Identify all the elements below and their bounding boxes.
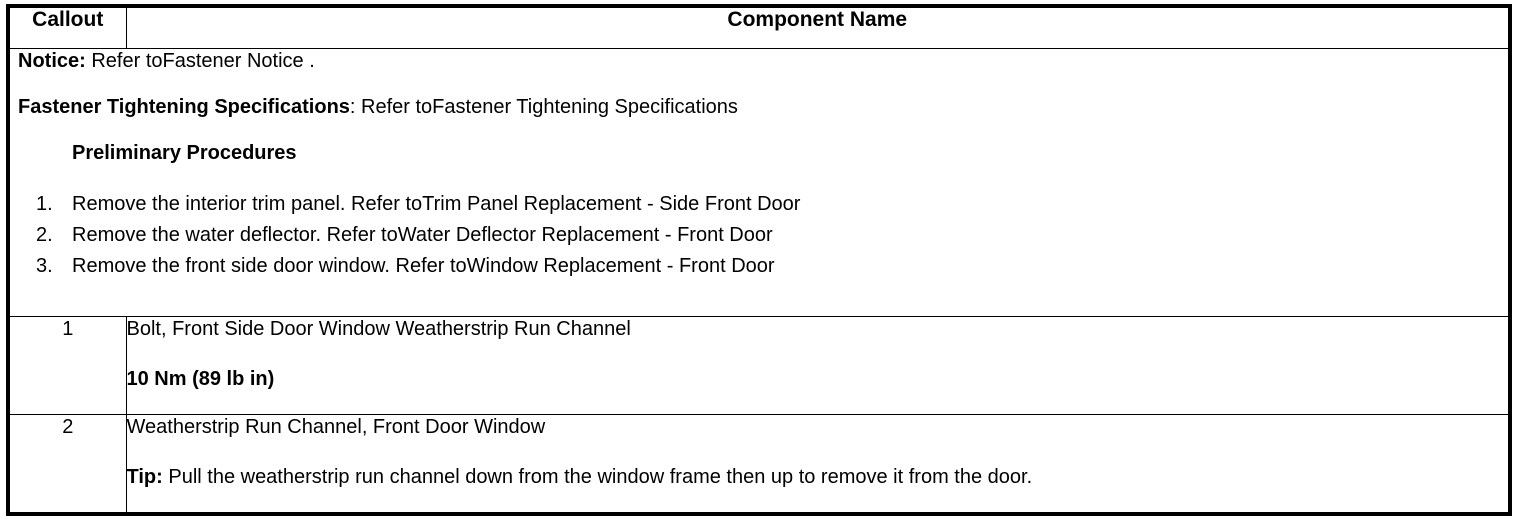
component-description-cell: Bolt, Front Side Door Window Weatherstri…	[125, 315, 1511, 415]
notice-text: Refer toFastener Notice .	[85, 50, 315, 72]
intro-notes-cell: Notice: Refer toFastener Notice . Fasten…	[7, 48, 1511, 317]
notice-label: Notice:	[18, 50, 86, 72]
table-header-row: Callout Component Name	[7, 5, 1511, 49]
list-item: 3. Remove the front side door window. Ref…	[10, 251, 1508, 282]
column-header-component-name: Component Name	[125, 5, 1511, 49]
list-item-number: 3.	[36, 255, 53, 277]
table-row: 2 Weatherstrip Run Channel, Front Door W…	[7, 413, 1511, 515]
callout-number: 1	[7, 315, 127, 415]
component-description-cell: Weatherstrip Run Channel, Front Door Win…	[125, 413, 1511, 515]
preliminary-procedures-list: 1. Remove the interior trim panel. Refer …	[10, 189, 1508, 282]
list-item-text: Remove the front side door window. Refer…	[72, 255, 775, 277]
list-item: 1. Remove the interior trim panel. Refer …	[10, 189, 1508, 220]
list-item-text: Remove the water deflector. Refer toWate…	[72, 224, 773, 246]
table-row: 1 Bolt, Front Side Door Window Weatherst…	[7, 315, 1511, 415]
list-item-number: 2.	[36, 224, 53, 246]
component-callout-table: Callout Component Name Notice: Refer toF…	[6, 4, 1512, 516]
tip-text: Pull the weatherstrip run channel down f…	[162, 465, 1033, 488]
tip-note: Tip: Pull the weatherstrip run channel d…	[127, 465, 1509, 489]
fastener-spec-paragraph: Fastener Tightening Specifications: Refe…	[10, 95, 1508, 119]
component-title: Weatherstrip Run Channel, Front Door Win…	[126, 415, 546, 438]
component-title: Bolt, Front Side Door Window Weatherstri…	[126, 317, 631, 340]
torque-spec-value: 10 Nm (89 lb in)	[126, 367, 275, 390]
list-item-text: Remove the interior trim panel. Refer to…	[72, 193, 801, 215]
torque-spec: 10 Nm (89 lb in)	[127, 367, 1509, 391]
tip-label: Tip:	[126, 465, 163, 488]
callout-number: 2	[7, 413, 127, 515]
list-item: 2. Remove the water deflector. Refer toWa…	[10, 220, 1508, 251]
fastener-spec-text: : Refer toFastener Tightening Specificat…	[349, 96, 738, 118]
column-header-callout: Callout	[7, 5, 127, 49]
notice-paragraph: Notice: Refer toFastener Notice .	[10, 49, 1508, 73]
fastener-spec-label: Fastener Tightening Specifications	[18, 96, 350, 118]
preliminary-procedures-heading: Preliminary Procedures	[72, 142, 297, 164]
table-row-intro: Notice: Refer toFastener Notice . Fasten…	[7, 48, 1511, 317]
list-item-number: 1.	[36, 193, 53, 215]
